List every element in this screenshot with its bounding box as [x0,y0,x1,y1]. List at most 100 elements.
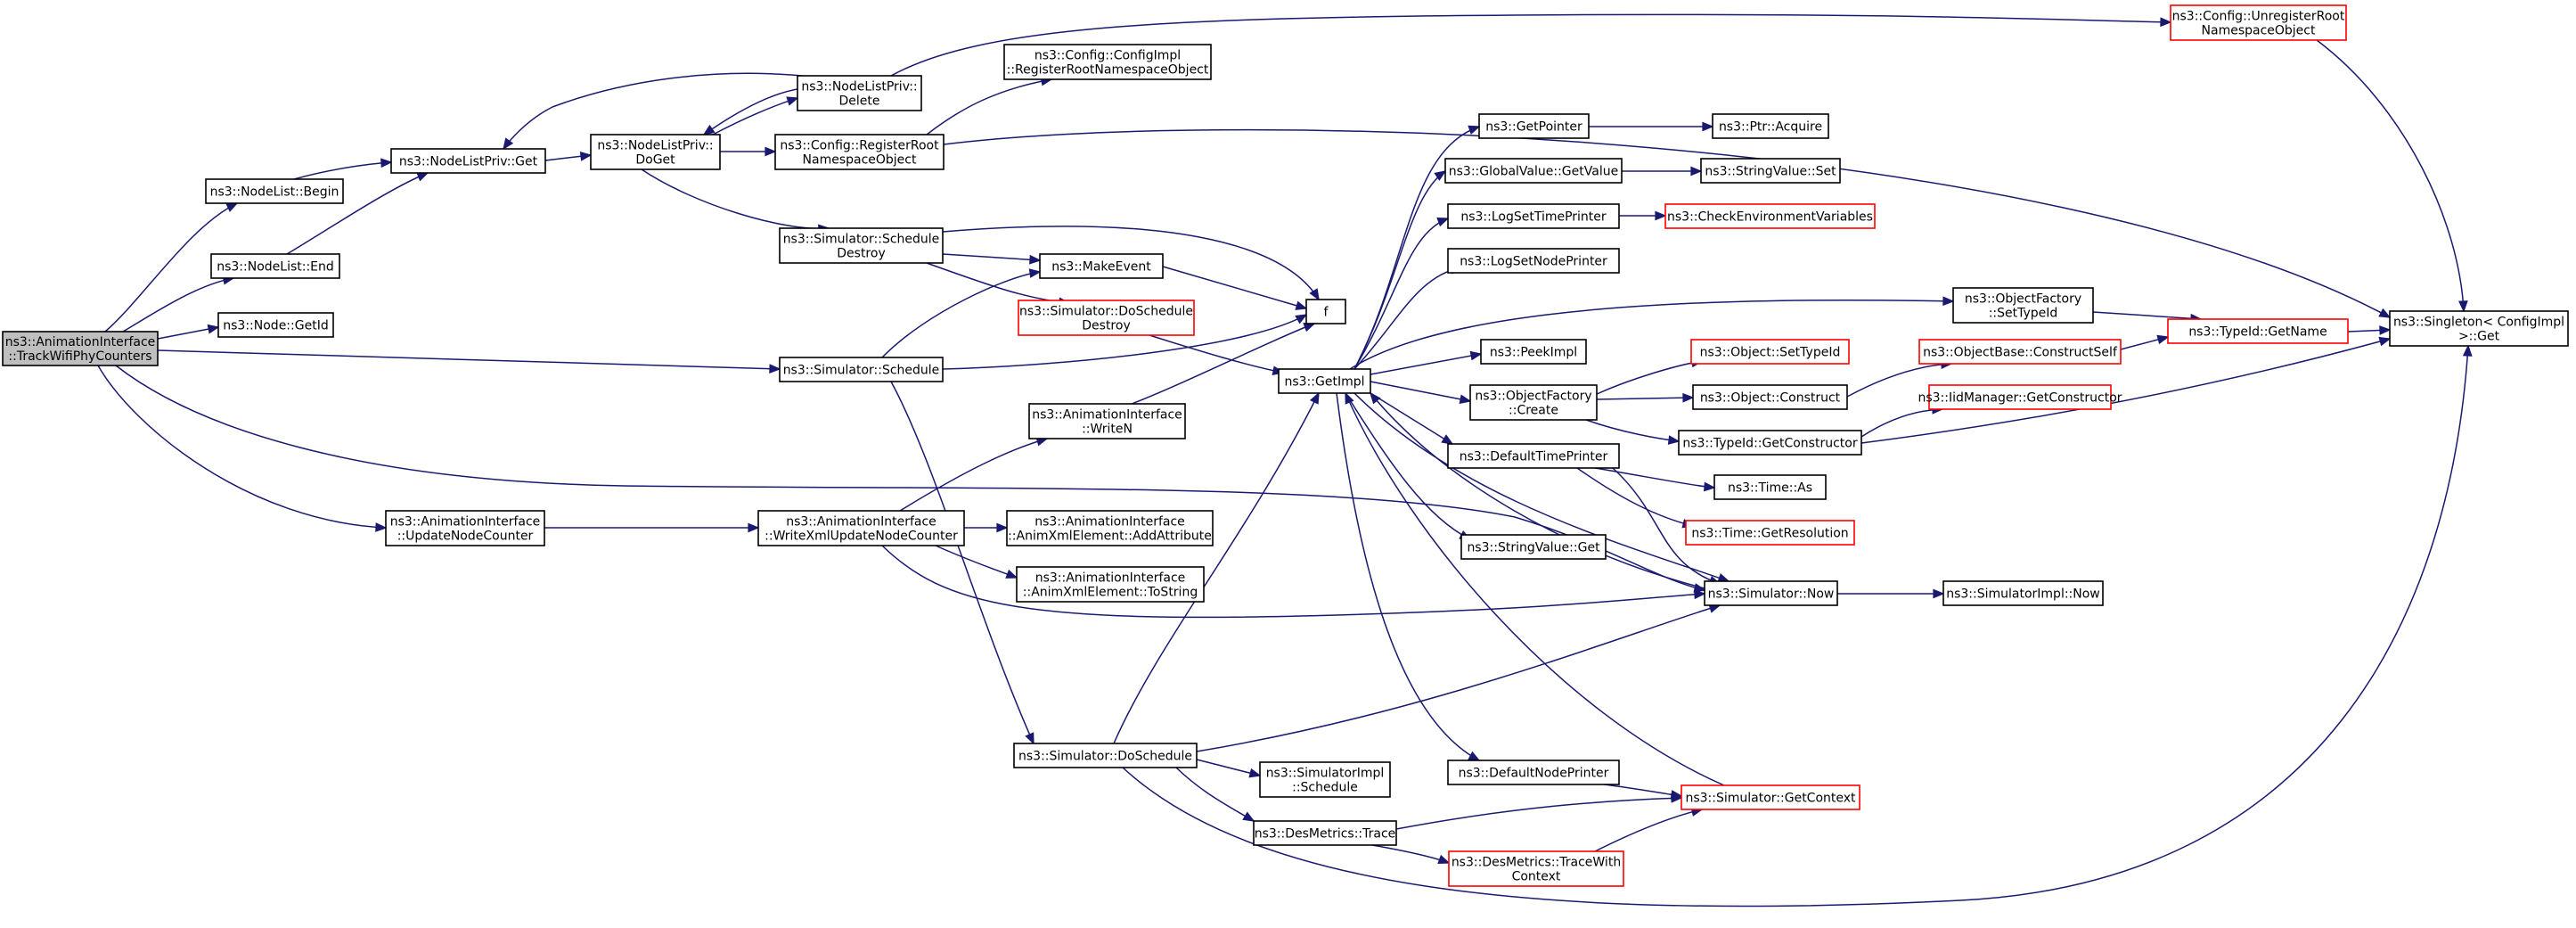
edge-get_impl-to-default_time_printer [1370,392,1454,445]
edge-sim_schedule-to-make_event [881,268,1042,358]
node-simimpl-schedule[interactable]: ns3::SimulatorImpl::Schedule [1259,761,1391,798]
node-desmetrics-trace[interactable]: ns3::DesMetrics::Trace [1253,820,1397,846]
node-box [1690,339,1850,365]
node-sim-getcontext[interactable]: ns3::Simulator::GetContext [1681,784,1860,810]
node-box [757,510,965,546]
node-sim-schedule[interactable]: ns3::Simulator::Schedule [779,357,944,382]
node-label: ns3::AnimationInterface [786,515,936,530]
arrow-head-icon [1005,569,1018,579]
node-object-construct[interactable]: ns3::Object::Construct [1692,384,1848,410]
edge-config_unregister-to-singleton_get [2316,39,2468,313]
node-get-pointer[interactable]: ns3::GetPointer [1478,113,1590,139]
node-box [390,148,546,174]
node-nlp-get[interactable]: ns3::NodeListPriv::Get [390,148,546,174]
node-box [1028,403,1186,439]
node-nodelist-end[interactable]: ns3::NodeList::End [210,253,340,279]
node-anim-tostring[interactable]: ns3::AnimationInterface::AnimXmlElement:… [1016,566,1205,603]
edge-objectbase_constructself-to-typeid_getname [2120,334,2170,350]
node-label: ns3::ObjectBase::ConstructSelf [1923,346,2118,360]
node-update-node-counter[interactable]: ns3::AnimationInterface::UpdateNodeCount… [385,510,545,546]
edge-line [1585,419,1680,442]
node-box [2167,318,2349,344]
node-label: ns3::TypeId::GetName [2188,325,2327,340]
node-get-impl[interactable]: ns3::GetImpl [1278,368,1371,394]
edge-nlp_doget-to-sim_schedule_destroy [641,168,830,234]
node-time-as[interactable]: ns3::Time::As [1713,474,1827,500]
node-globalvalue-getvalue[interactable]: ns3::GlobalValue::GetValue [1444,158,1623,184]
node-object-settypeid[interactable]: ns3::Object::SetTypeId [1690,339,1850,365]
node-nlp-delete[interactable]: ns3::NodeListPriv::Delete [797,75,922,111]
node-label: ns3::SimulatorImpl [1266,767,1385,781]
node-singleton-get[interactable]: ns3::Singleton< ConfigImpl >::Get [2389,310,2569,347]
node-f[interactable]: f [1305,299,1346,324]
node-write-xml-unc[interactable]: ns3::AnimationInterface::WriteXmlUpdateN… [757,510,965,546]
node-box [1692,384,1848,410]
edge-line [1345,392,1725,786]
node-stringvalue-set[interactable]: ns3::StringValue::Set [1700,158,1841,184]
node-nodelist-begin[interactable]: ns3::NodeList::Begin [205,178,344,204]
node-anim-writen[interactable]: ns3::AnimationInterface::WriteN [1028,403,1186,439]
node-stringvalue-get[interactable]: ns3::StringValue::Get [1460,534,1607,560]
node-simimpl-now[interactable]: ns3::SimulatorImpl::Now [1942,580,2104,606]
node-config-unregister[interactable]: ns3::Config::UnregisterRootNamespaceObje… [2170,4,2347,41]
node-make-event[interactable]: ns3::MakeEvent [1039,253,1164,279]
node-objectfactory-settypeid[interactable]: ns3::ObjectFactory::SetTypeId [1952,287,2094,324]
node-time-getresolution[interactable]: ns3::Time::GetResolution [1685,520,1855,546]
node-label: ns3::AnimationInterface [1032,408,1182,423]
edge-sim_doschedule-to-sim_now [1196,604,1721,752]
edge-desmetrics_trace-to-desmetrics_tracewith [1371,844,1451,864]
node-check-env-vars[interactable]: ns3::CheckEnvironmentVariables [1664,203,1876,229]
node-label: ::UpdateNodeCounter [397,530,534,544]
node-iidmanager-getconstructor[interactable]: ns3::IidManager::GetConstructor [1918,384,2122,410]
node-nlp-doget[interactable]: ns3::NodeListPriv::DoGet [590,134,721,170]
node-typeid-getconstructor[interactable]: ns3::TypeId::GetConstructor [1678,430,1862,456]
node-objectfactory-create[interactable]: ns3::ObjectFactory::Create [1469,384,1598,421]
node-anim-addattr[interactable]: ns3::AnimationInterface::AnimXmlElement:… [1006,510,1214,546]
node-label: ::AnimXmlElement::AddAttribute [1008,530,1212,544]
node-ptr-acquire[interactable]: ns3::Ptr::Acquire [1712,113,1829,139]
node-box [1918,339,2122,365]
node-box [1006,510,1214,546]
node-label: ns3::PeekImpl [1490,346,1577,360]
node-box [1003,44,1212,80]
edge-line [2092,311,2202,320]
node-objectbase-constructself[interactable]: ns3::ObjectBase::ConstructSelf [1918,339,2122,365]
edge-get_impl-to-objectfactory_create [1370,381,1472,405]
node-label: ns3::GlobalValue::GetValue [1449,165,1618,179]
node-box [2170,4,2347,41]
edge-default_time_printer-to-time_as [1594,467,1716,492]
edge-get_impl-to-objectfactory_settypeid [1349,296,1955,370]
arrow-head-icon [1468,125,1481,135]
arrow-head-icon [748,522,760,533]
edge-line [641,168,830,230]
node-default-time-printer[interactable]: ns3::DefaultTimePrinter [1447,443,1620,469]
node-box [1700,158,1841,184]
node-log-set-time-printer[interactable]: ns3::LogSetTimePrinter [1447,203,1620,229]
edge-line [1846,363,1952,398]
node-label: Context [1512,870,1561,884]
node-label: ::Schedule [1292,781,1358,795]
node-typeid-getname[interactable]: ns3::TypeId::GetName [2167,318,2349,344]
edge-nlp_delete-to-nlp_get [503,72,803,151]
node-configimpl-register[interactable]: ns3::Config::ConfigImpl::RegisterRootNam… [1003,44,1212,80]
arrow-head-icon [1670,790,1683,800]
node-root[interactable]: ns3::AnimationInterface::TrackWifiPhyCou… [2,331,159,366]
edge-nlp_doget-to-nlp_delete [712,96,799,136]
node-log-set-node-printer[interactable]: ns3::LogSetNodePrinter [1447,248,1620,274]
node-default-node-printer[interactable]: ns3::DefaultNodePrinter [1447,760,1620,785]
node-node-getid[interactable]: ns3::Node::GetId [217,312,334,338]
node-peek-impl[interactable]: ns3::PeekImpl [1480,339,1587,365]
edge-line [1370,392,1705,589]
edge-nodelist_end-to-nlp_get [286,172,429,255]
edge-line [157,349,781,370]
node-config-register[interactable]: ns3::Config::RegisterRootNamespaceObject [774,134,945,170]
node-label: ns3::Config::UnregisterRoot [2172,10,2345,24]
arrow-head-icon [1028,268,1042,278]
node-sim-doschedule[interactable]: ns3::Simulator::DoSchedule [1013,743,1198,768]
arrow-head-icon [579,151,593,161]
edge-line [1596,397,1694,400]
node-sim-now[interactable]: ns3::Simulator::Now [1704,580,1838,606]
